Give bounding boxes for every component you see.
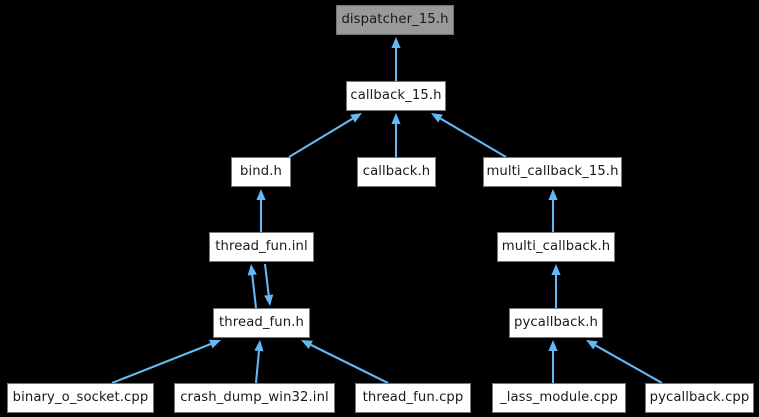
graph-edge-_lass_module-to-pycallback_h bbox=[548, 340, 558, 383]
graph-node-label: multi_callback_15.h bbox=[486, 164, 619, 180]
graph-node-label: thread_fun.cpp bbox=[362, 390, 464, 406]
graph-node-label: _lass_module.cpp bbox=[500, 390, 618, 406]
graph-node-thread_fun_h[interactable]: thread_fun.h bbox=[213, 308, 310, 338]
graph-node-thread_fun_cpp[interactable]: thread_fun.cpp bbox=[355, 383, 471, 413]
graph-node-binary_o_socket[interactable]: binary_o_socket.cpp bbox=[7, 383, 154, 413]
graph-edge-binary_o_socket-to-thread_fun_h bbox=[111, 339, 221, 384]
graph-edge-thread_fun_cpp-to-thread_fun_h bbox=[301, 340, 389, 384]
graph-edge-thread_fun_inl-to-bind bbox=[256, 189, 266, 232]
graph-edge-callback-to-callback_15 bbox=[391, 113, 401, 157]
graph-node-crash_dump_win32[interactable]: crash_dump_win32.inl bbox=[174, 383, 335, 413]
graph-node-label: pycallback.cpp bbox=[649, 390, 750, 406]
graph-node-pycallback_cpp[interactable]: pycallback.cpp bbox=[645, 383, 754, 413]
graph-node-label: callback.h bbox=[362, 164, 431, 180]
graph-node-dispatcher_15[interactable]: dispatcher_15.h bbox=[336, 5, 454, 35]
graph-node-pycallback_h[interactable]: pycallback.h bbox=[509, 308, 603, 338]
graph-node-callback[interactable]: callback.h bbox=[357, 157, 436, 187]
graph-node-label: callback_15.h bbox=[350, 88, 442, 104]
graph-node-multi_callback[interactable]: multi_callback.h bbox=[497, 232, 615, 262]
graph-edge-pycallback_h-to-multi_callback bbox=[551, 264, 561, 308]
graph-node-label: crash_dump_win32.inl bbox=[180, 390, 329, 406]
graph-edge-pycallback_cpp-to-pycallback_h bbox=[586, 340, 663, 384]
graph-edge-callback_15-to-dispatcher_15 bbox=[391, 37, 401, 81]
graph-node-bind[interactable]: bind.h bbox=[231, 157, 291, 187]
graph-node-label: pycallback.h bbox=[514, 315, 598, 331]
graph-node-thread_fun_inl[interactable]: thread_fun.inl bbox=[209, 232, 314, 262]
graph-node-callback_15[interactable]: callback_15.h bbox=[346, 81, 446, 111]
graph-node-label: dispatcher_15.h bbox=[341, 12, 449, 28]
graph-edge-crash_dump_win32-to-thread_fun_h bbox=[254, 340, 264, 384]
graph-node-label: multi_callback.h bbox=[501, 239, 611, 255]
graph-node-multi_callback_15[interactable]: multi_callback_15.h bbox=[483, 157, 622, 187]
graph-edge-bind-to-callback_15 bbox=[288, 113, 362, 158]
graph-edge-multi_callback_15-to-callback_15 bbox=[431, 113, 507, 158]
graph-node-label: bind.h bbox=[240, 164, 282, 180]
graph-node-_lass_module[interactable]: _lass_module.cpp bbox=[492, 383, 626, 413]
graph-edge-multi_callback-to-multi_callback_15 bbox=[548, 189, 558, 232]
graph-edge-thread_fun_inl-to-thread_fun_h bbox=[263, 263, 274, 306]
graph-node-label: binary_o_socket.cpp bbox=[12, 390, 149, 406]
graph-node-label: thread_fun.inl bbox=[215, 239, 308, 255]
graph-edge-thread_fun_h-to-thread_fun_inl bbox=[247, 264, 258, 309]
graph-node-label: thread_fun.h bbox=[219, 315, 304, 331]
